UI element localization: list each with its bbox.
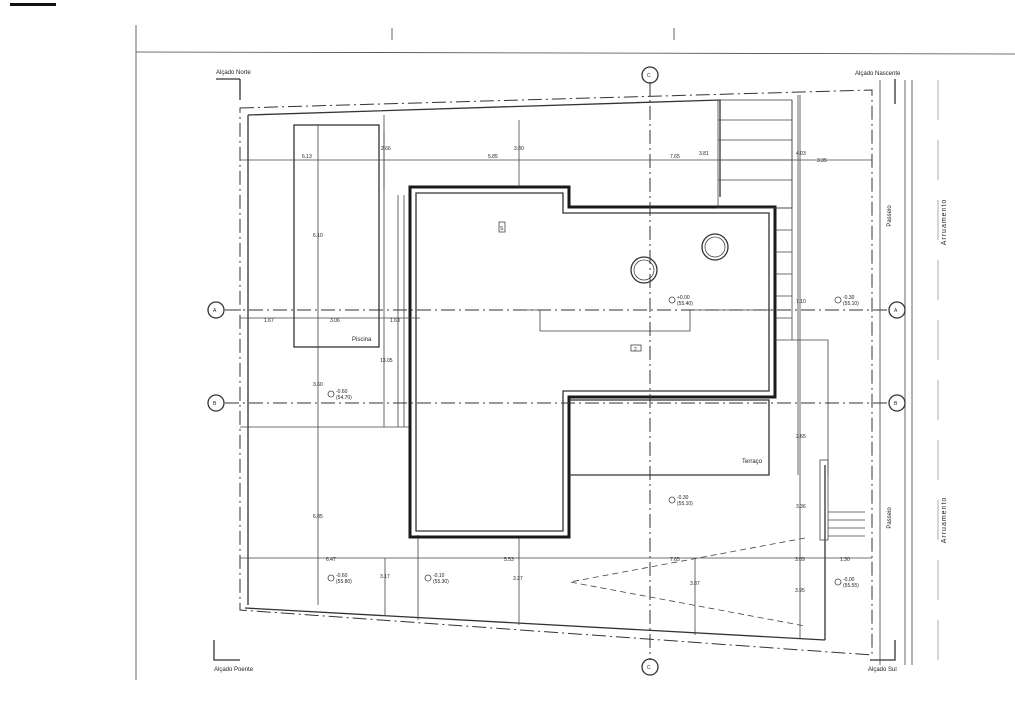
site-outline-bottom [244,607,826,641]
section-marker-a-left: A [207,301,225,319]
level-mark: +0.00 (55.40) [668,295,693,307]
svg-text:+0.00: +0.00 [677,295,690,301]
pool-label: Piscina [352,337,372,343]
dimension-value: 1.30 [840,557,850,563]
level-mark: -0.30 (55.10) [668,495,693,507]
exterior-stair [717,95,865,541]
section-marker-b-left: B [207,394,225,412]
level-mark: -0.60 (55.80) [327,573,352,585]
dimension-value: 3.36 [796,504,806,510]
level-mark: -0.00 (55.55) [834,577,859,589]
property-boundary [239,89,873,656]
svg-text:-0.30: -0.30 [677,495,689,501]
dimension-value: 5.53 [504,557,514,563]
svg-text:-0.30: -0.30 [843,295,855,301]
dimension-value: 2.65 [796,434,806,440]
dimension-value: 1.63 [390,318,400,324]
terrace-label: Terraço [742,459,763,465]
dimension-value: 3.09 [795,557,805,563]
house-outline-inner [415,192,770,532]
svg-text:(55.10): (55.10) [843,301,859,307]
svg-text:(55.40): (55.40) [677,301,693,307]
svg-text:B: B [213,401,217,407]
driveway-ramp [569,537,806,627]
dimension-value: 3.81 [699,151,709,157]
street-label-top: Arruamento [941,199,948,246]
terrace-block [569,399,770,476]
elevation-bracket-south [870,640,896,661]
svg-text:(54.70): (54.70) [336,395,352,401]
dimension-value: 6.47 [326,557,336,563]
svg-text:A: A [894,308,898,314]
svg-text:(55.30): (55.30) [433,579,449,585]
pool-outline [293,124,380,348]
site-outline [247,99,721,197]
section-marker-a-right: A [888,301,906,319]
dimension-value: 7.65 [670,557,680,563]
svg-text:(55.10): (55.10) [677,501,693,507]
svg-text:C: C [647,665,651,671]
dimension-value: 7.10 [796,299,806,305]
svg-text:-0.60: -0.60 [336,573,348,579]
section-marker-b-right: B [888,394,906,412]
svg-text:B: B [894,401,898,407]
symbol-box-label: S [500,226,504,232]
dimension-value: 3.80 [514,146,524,152]
symbol-box [498,221,506,233]
dimension-value: 4.03 [796,151,806,157]
svg-text:-0.10: -0.10 [433,573,445,579]
elevation-label-north: Alçado Norte [216,70,251,76]
dimension-value: 3.60 [313,382,323,388]
sheet-top-border [135,51,1015,55]
svg-text:(55.55): (55.55) [843,583,859,589]
round-feature [633,259,655,281]
elevation-label-east: Alçado Nascente [855,71,901,77]
dimension-value: 2.66 [381,146,391,152]
dimension-value: 3.87 [690,581,700,587]
dimension-value: 3.27 [513,576,523,582]
sidewalk-label-bottom: Passeio [887,507,893,529]
elevation-bracket-west [213,640,240,661]
elevation-label-south: Alçado Sul [868,667,897,673]
svg-text:A: A [213,308,217,314]
round-feature [701,233,729,261]
sheet-corner-mark [10,3,56,6]
level-mark: -0.60 (54.70) [327,389,352,401]
symbol-box-label: 2 [634,347,637,353]
dimension-value: 6.85 [313,514,323,520]
dimension-value: 3.95 [795,588,805,594]
section-marker-c-top: C [641,66,659,84]
round-feature [630,256,658,284]
level-mark: -0.30 (55.10) [834,295,859,307]
elevation-label-west: Alçado Poente [214,667,254,673]
dimension-value: 3.17 [380,574,390,580]
dimension-value: 7.65 [670,154,680,160]
svg-text:-0.00: -0.00 [843,577,855,583]
interior-stair-line [520,309,775,332]
svg-text:(55.80): (55.80) [336,579,352,585]
svg-text:C: C [647,73,651,79]
level-mark: -0.10 (55.30) [424,573,449,585]
dimension-value: 1.67 [264,318,274,324]
symbol-box [630,344,642,352]
house-outline-outer [408,185,777,539]
dimension-value: 5.85 [488,154,498,160]
sidewalk-label-top: Passeio [887,205,893,227]
dimension-value: 6.10 [313,233,323,239]
dimension-value: 3.35 [817,158,827,164]
dimension-value: 13.05 [380,358,393,364]
svg-text:-0.60: -0.60 [336,389,348,395]
section-marker-c-bottom: C [641,658,659,676]
dimension-value: 3.06 [330,318,340,324]
dimension-value: 6.13 [302,154,312,160]
street-label-bottom: Arruamento [941,497,948,544]
round-feature [704,236,726,258]
